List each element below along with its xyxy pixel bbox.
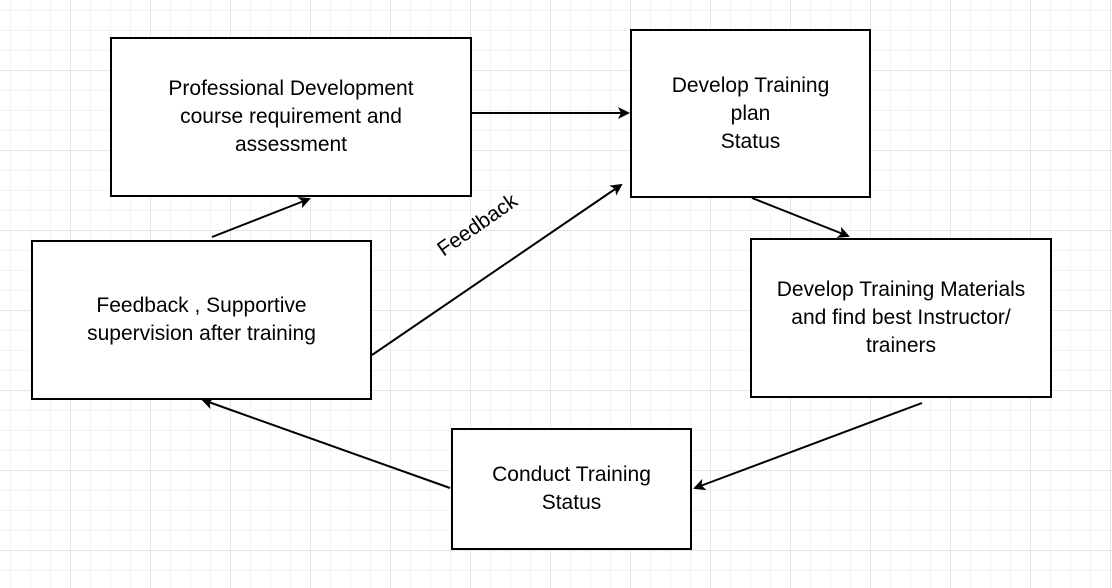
edge-fb-to-plan xyxy=(371,183,623,356)
node-label: Professional Development course requirem… xyxy=(168,77,414,156)
node-label: Develop Training Materials and find best… xyxy=(776,278,1026,357)
node-professional-development[interactable]: Professional Development course requirem… xyxy=(110,37,472,197)
node-feedback-supervision[interactable]: Feedback , Supportive supervision after … xyxy=(31,240,372,400)
node-develop-training-plan[interactable]: Develop Training plan Status xyxy=(630,29,871,198)
node-conduct-training[interactable]: Conduct Training Status xyxy=(451,428,692,550)
node-label: Conduct Training Status xyxy=(492,463,651,514)
edge-fb-to-pd xyxy=(211,197,311,238)
node-label: Develop Training plan Status xyxy=(671,73,830,153)
edge-plan-to-mat xyxy=(751,197,850,238)
node-label: Feedback , Supportive supervision after … xyxy=(87,294,316,345)
edge-mat-to-cond xyxy=(693,402,923,491)
edge-cond-to-fb xyxy=(201,397,451,489)
node-develop-training-materials[interactable]: Develop Training Materials and find best… xyxy=(750,238,1052,398)
